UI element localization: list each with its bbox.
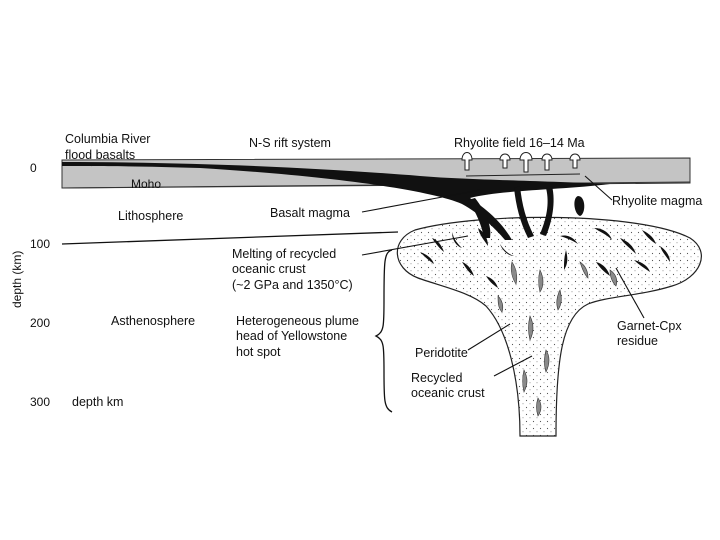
plume-bracket bbox=[374, 249, 393, 413]
label-peridotite: Peridotite bbox=[415, 346, 468, 360]
label-asthenosphere: Asthenosphere bbox=[111, 314, 195, 328]
label-columbia-river: Columbia River bbox=[65, 132, 150, 146]
recycled-crust-blobs bbox=[497, 261, 618, 417]
leader-lines bbox=[361, 175, 645, 377]
label-melting-3: (~2 GPa and 1350°C) bbox=[232, 278, 353, 292]
label-rhyolite-magma: Rhyolite magma bbox=[612, 194, 702, 208]
label-flood-basalts: flood basalts bbox=[65, 148, 135, 162]
label-recycled-1: Recycled bbox=[411, 371, 462, 385]
depth-axis-title: depth (km) bbox=[10, 251, 24, 308]
basalt-magma-sill bbox=[62, 162, 610, 240]
label-lithosphere: Lithosphere bbox=[118, 209, 183, 223]
label-plume-2: head of Yellowstone bbox=[236, 329, 347, 343]
rhyolite-magma-body bbox=[574, 196, 585, 216]
magma-conduit bbox=[468, 198, 491, 238]
label-melting-2: oceanic crust bbox=[232, 262, 306, 276]
lithosphere-base-line bbox=[61, 231, 399, 245]
label-basalt-magma: Basalt magma bbox=[270, 206, 350, 220]
label-moho: Moho bbox=[131, 177, 161, 191]
label-rhyolite-field: Rhyolite field 16–14 Ma bbox=[454, 136, 585, 150]
depth-tick-300: 300 bbox=[30, 395, 50, 409]
label-recycled-2: oceanic crust bbox=[411, 386, 485, 400]
magma-conduit bbox=[514, 186, 534, 238]
label-garnet-cpx: Garnet-Cpx bbox=[617, 319, 682, 333]
depth-tick-200: 200 bbox=[30, 316, 50, 330]
plume bbox=[396, 216, 702, 437]
magma-conduit bbox=[540, 186, 554, 236]
label-depth-km: depth km bbox=[72, 395, 123, 409]
label-plume-1: Heterogeneous plume bbox=[236, 314, 359, 328]
depth-tick-100: 100 bbox=[30, 237, 50, 251]
depth-tick-0: 0 bbox=[30, 161, 37, 175]
label-melting-1: Melting of recycled bbox=[232, 247, 336, 261]
label-residue: residue bbox=[617, 334, 658, 348]
rhyolite-domes bbox=[461, 152, 581, 177]
label-plume-3: hot spot bbox=[236, 345, 281, 359]
label-rift-system: N-S rift system bbox=[249, 136, 331, 150]
